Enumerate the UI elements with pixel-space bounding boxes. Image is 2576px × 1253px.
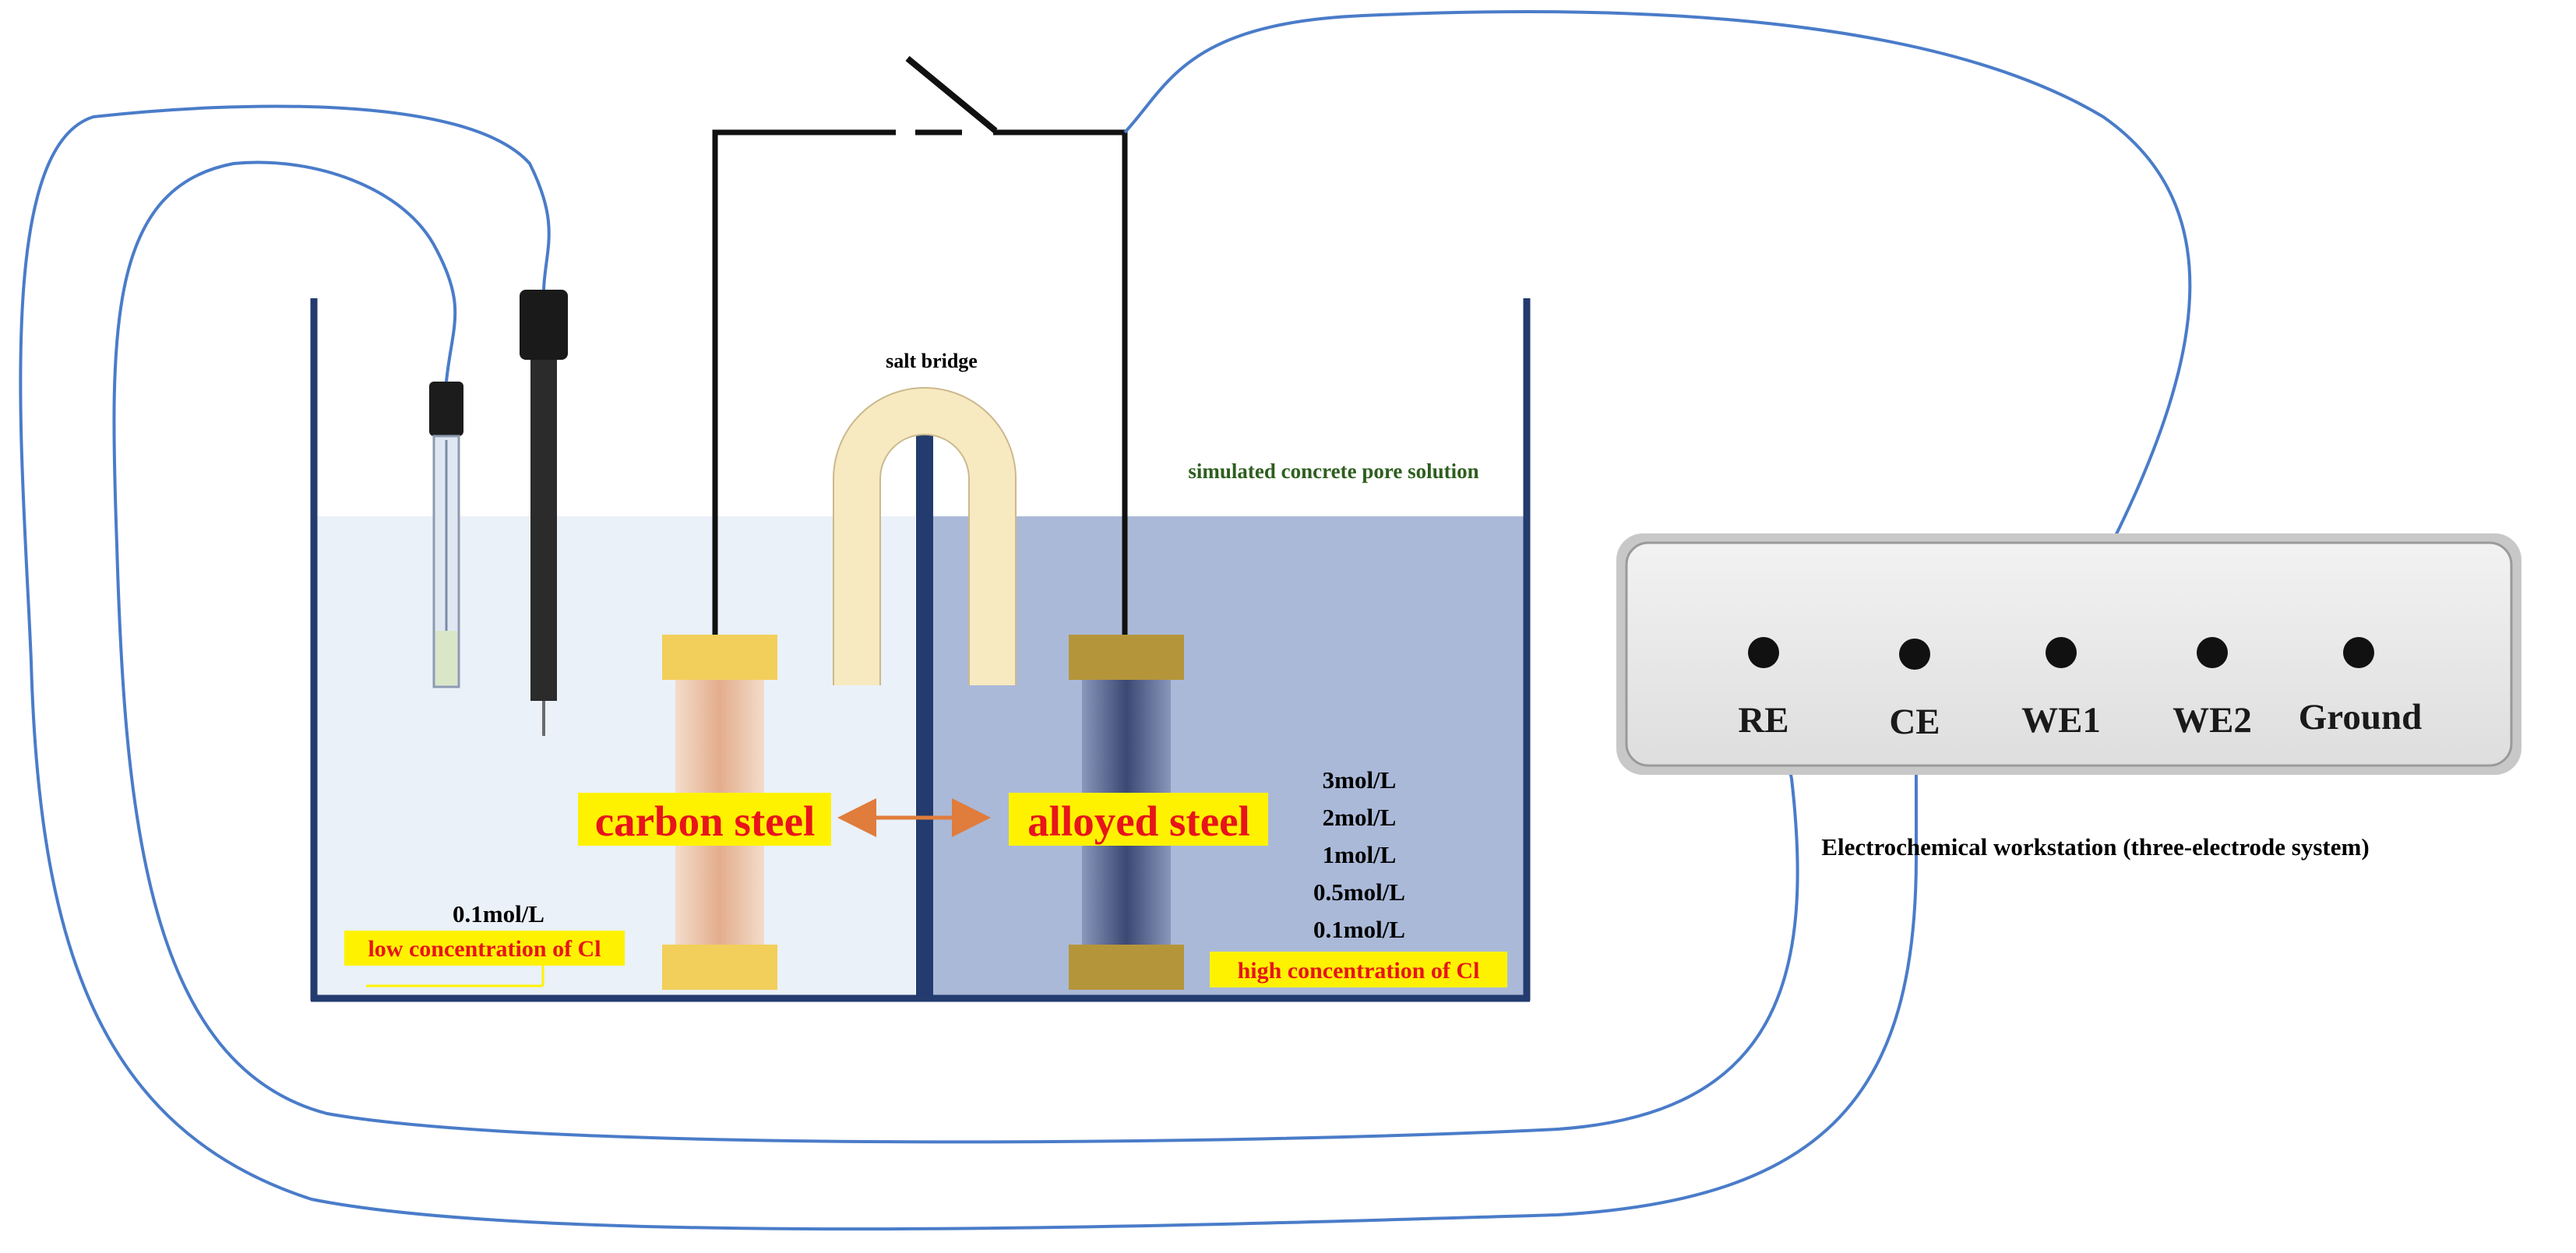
port-label: WE1 — [2021, 700, 2101, 741]
port-ground[interactable]: Ground — [2299, 637, 2423, 737]
port-re[interactable]: RE — [1738, 637, 1789, 741]
high-conc-label: high concentration of Cl — [1238, 958, 1480, 984]
port-we2[interactable]: WE2 — [2173, 637, 2252, 741]
workstation-label: Electrochemical workstation (three-elect… — [1821, 833, 2369, 861]
port-label: RE — [1738, 700, 1788, 741]
left-solution — [315, 516, 915, 995]
salt-bridge — [833, 387, 1017, 685]
port-label: WE2 — [2173, 700, 2252, 741]
conc-value: 3mol/L — [1323, 766, 1397, 794]
port-label: Ground — [2299, 697, 2423, 737]
conc-value: 0.5mol/L — [1313, 878, 1405, 906]
conc-value: 2mol/L — [1323, 804, 1397, 831]
wire-counter — [19, 104, 1919, 1231]
carbon-steel-highlight — [578, 793, 831, 846]
switch[interactable] — [905, 55, 998, 134]
wire-reference — [112, 160, 1799, 1144]
high-conc-values: 3mol/L 2mol/L 1mol/L 0.5mol/L 0.1mol/L — [1313, 766, 1405, 943]
pore-solution-label: simulated concrete pore solution — [1188, 459, 1478, 483]
salt-bridge-label: salt bridge — [886, 350, 978, 372]
low-conc-highlight — [344, 931, 625, 966]
high-conc-highlight — [1210, 952, 1507, 987]
low-conc-label: low concentration of Cl — [368, 936, 601, 962]
low-conc-value: 0.1mol/L — [453, 900, 544, 927]
conc-value: 0.1mol/L — [1313, 916, 1405, 943]
blue-wires — [19, 10, 2192, 1231]
port-ce[interactable]: CE — [1889, 639, 1940, 742]
workstation-ports: RE CE WE1 WE2 Ground — [1738, 637, 2422, 742]
wire-we1 — [1123, 10, 2192, 647]
carbon-steel-label: carbon steel — [595, 797, 816, 845]
tank-partition — [916, 432, 933, 998]
right-solution — [933, 516, 1525, 995]
counter-electrode — [520, 290, 568, 736]
port-we1[interactable]: WE1 — [2021, 637, 2101, 741]
reference-electrode — [429, 382, 463, 688]
alloyed-steel-label: alloyed steel — [1027, 797, 1250, 845]
port-label: CE — [1889, 702, 1940, 742]
conc-value: 1mol/L — [1323, 841, 1397, 868]
alloyed-steel-highlight — [1009, 793, 1268, 846]
